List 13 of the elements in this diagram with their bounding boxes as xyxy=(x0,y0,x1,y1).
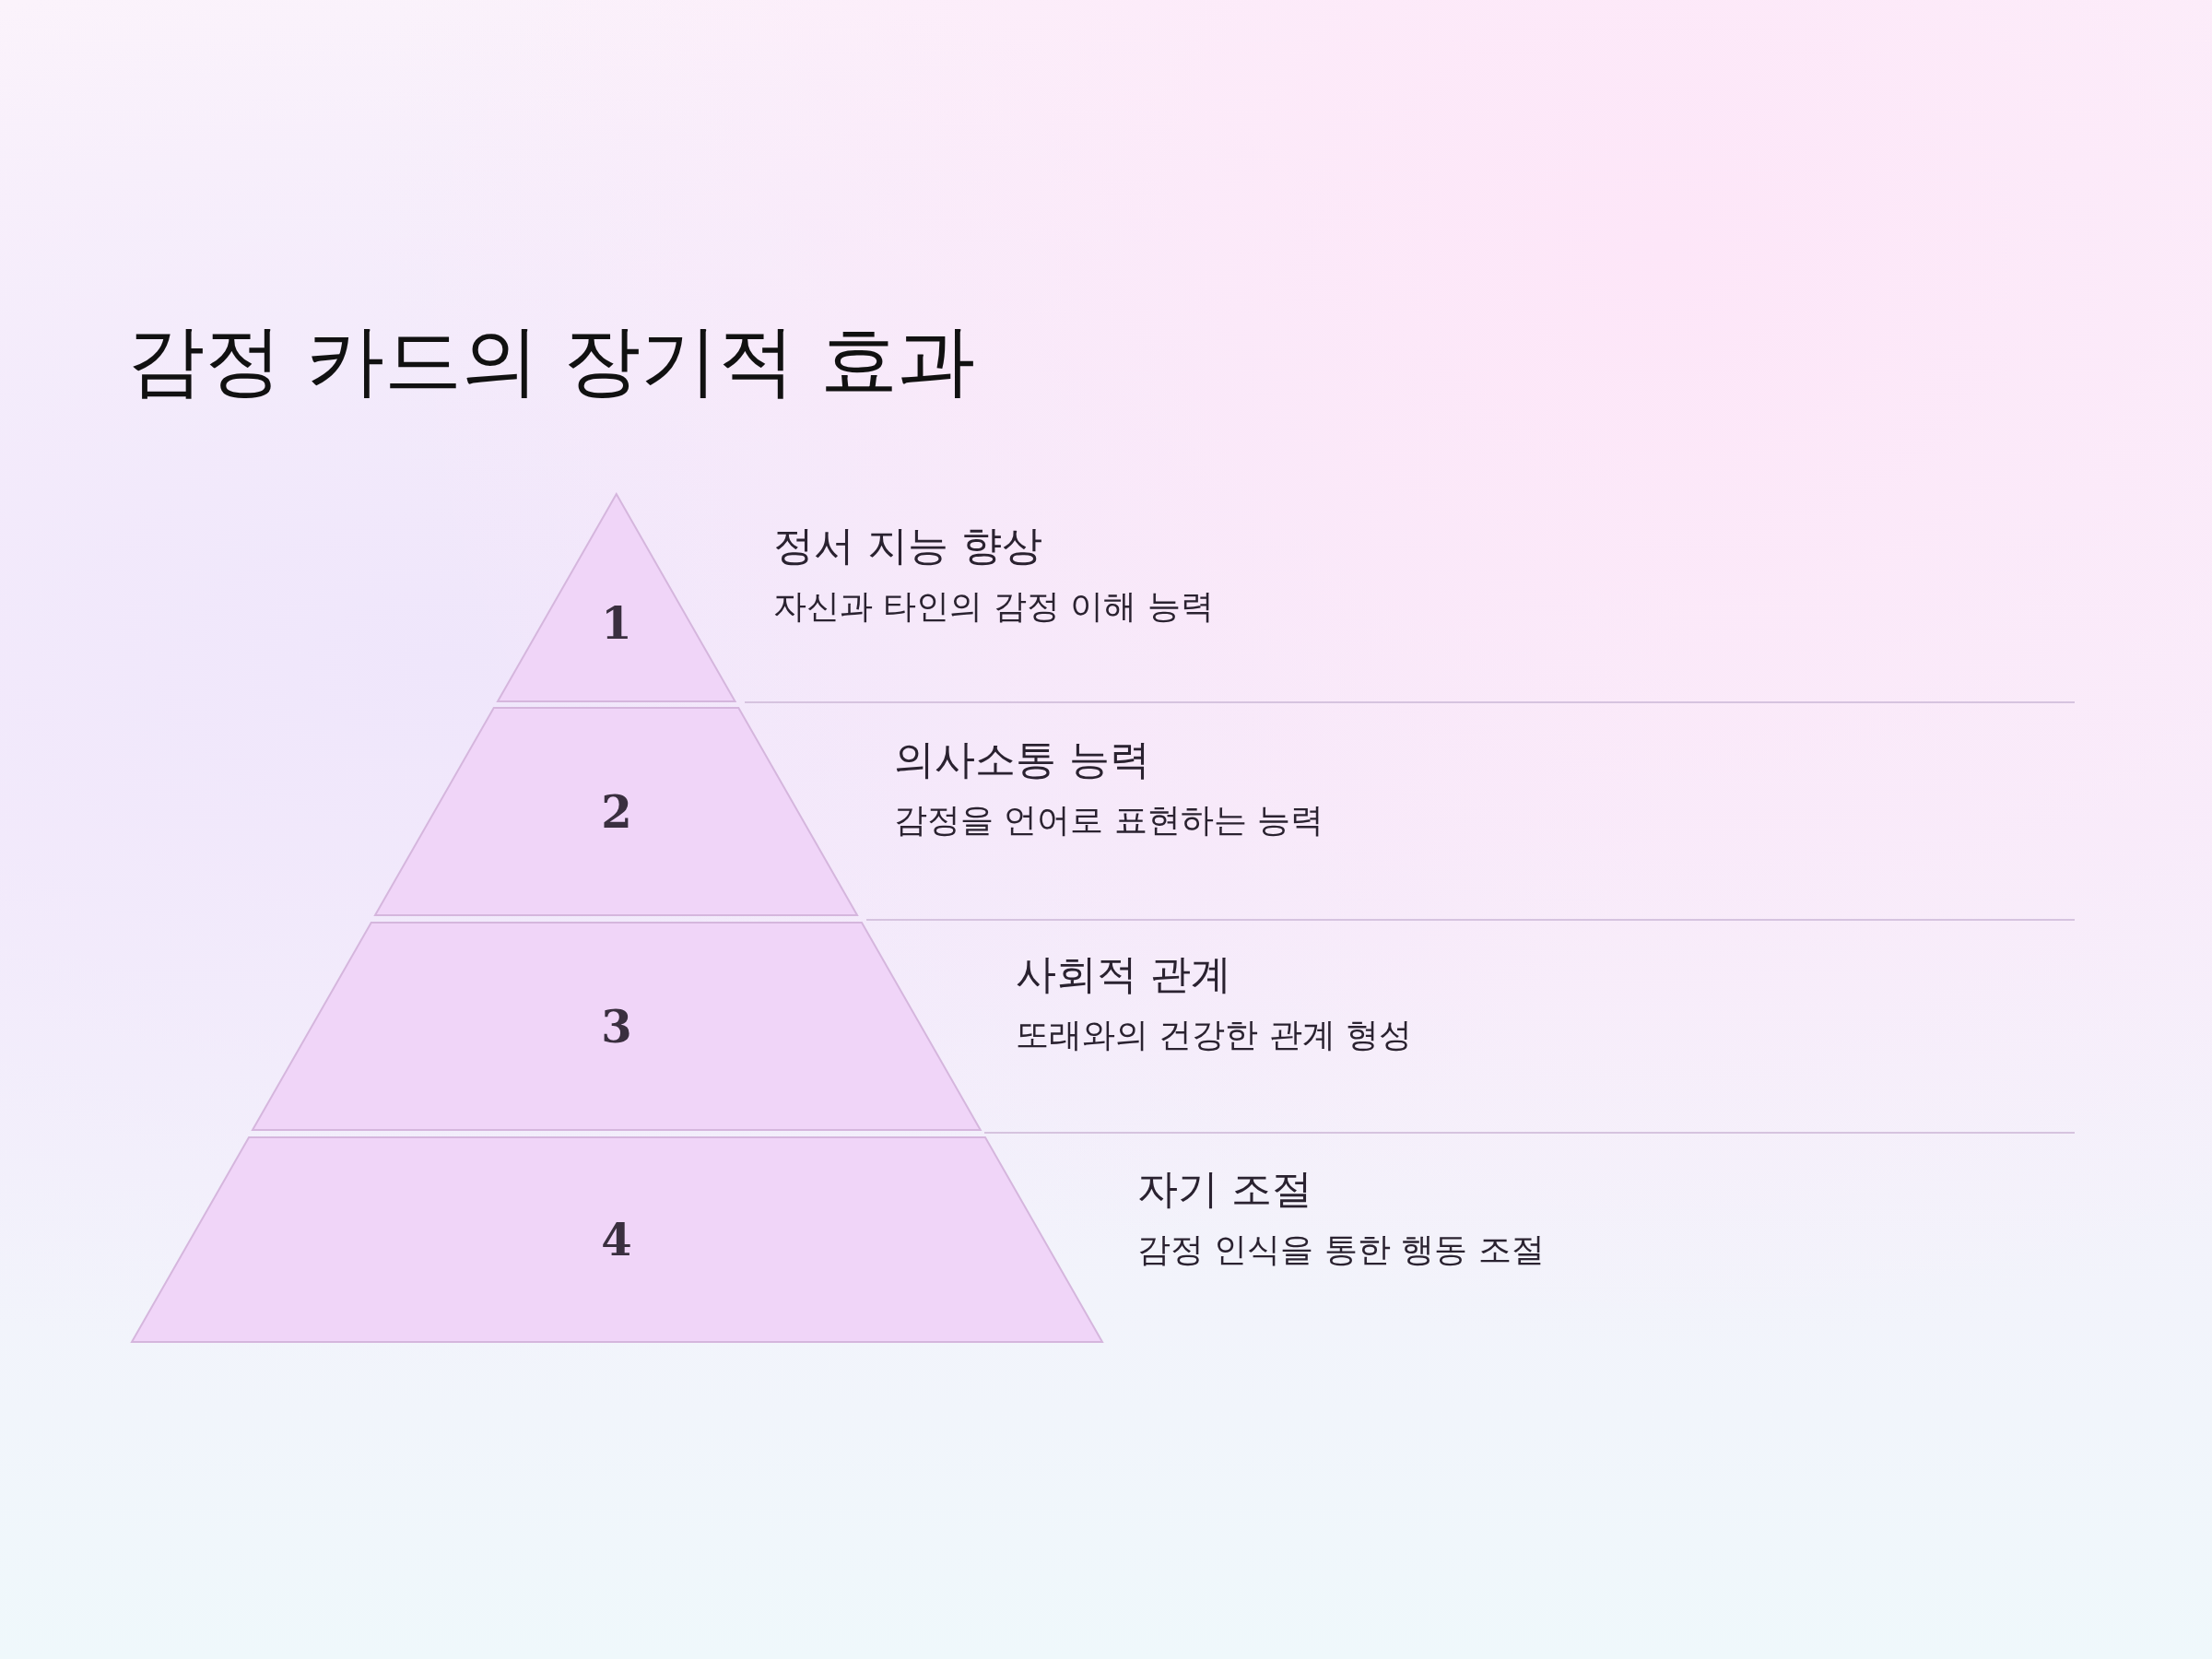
tier-description: 자신과 타인의 감정 이해 능력 xyxy=(773,586,1214,627)
tier-number: 3 xyxy=(601,1004,632,1049)
tier-number: 4 xyxy=(601,1218,632,1262)
title: 감정 카드의 장기적 효과 xyxy=(127,314,976,407)
tier-heading: 사회적 관계 xyxy=(1016,950,1231,999)
tier-heading: 정서 지능 향상 xyxy=(773,522,1042,571)
tier-description: 또래와의 건강한 관계 형성 xyxy=(1016,1015,1413,1055)
tier-description: 감정을 언어로 표현하는 능력 xyxy=(894,800,1324,841)
tier-number: 2 xyxy=(601,789,632,834)
tier-description: 감정 인식을 통한 행동 조절 xyxy=(1137,1230,1545,1270)
tier-heading: 의사소통 능력 xyxy=(894,735,1150,784)
tier-number: 1 xyxy=(601,600,632,645)
tier-heading: 자기 조절 xyxy=(1137,1165,1312,1214)
